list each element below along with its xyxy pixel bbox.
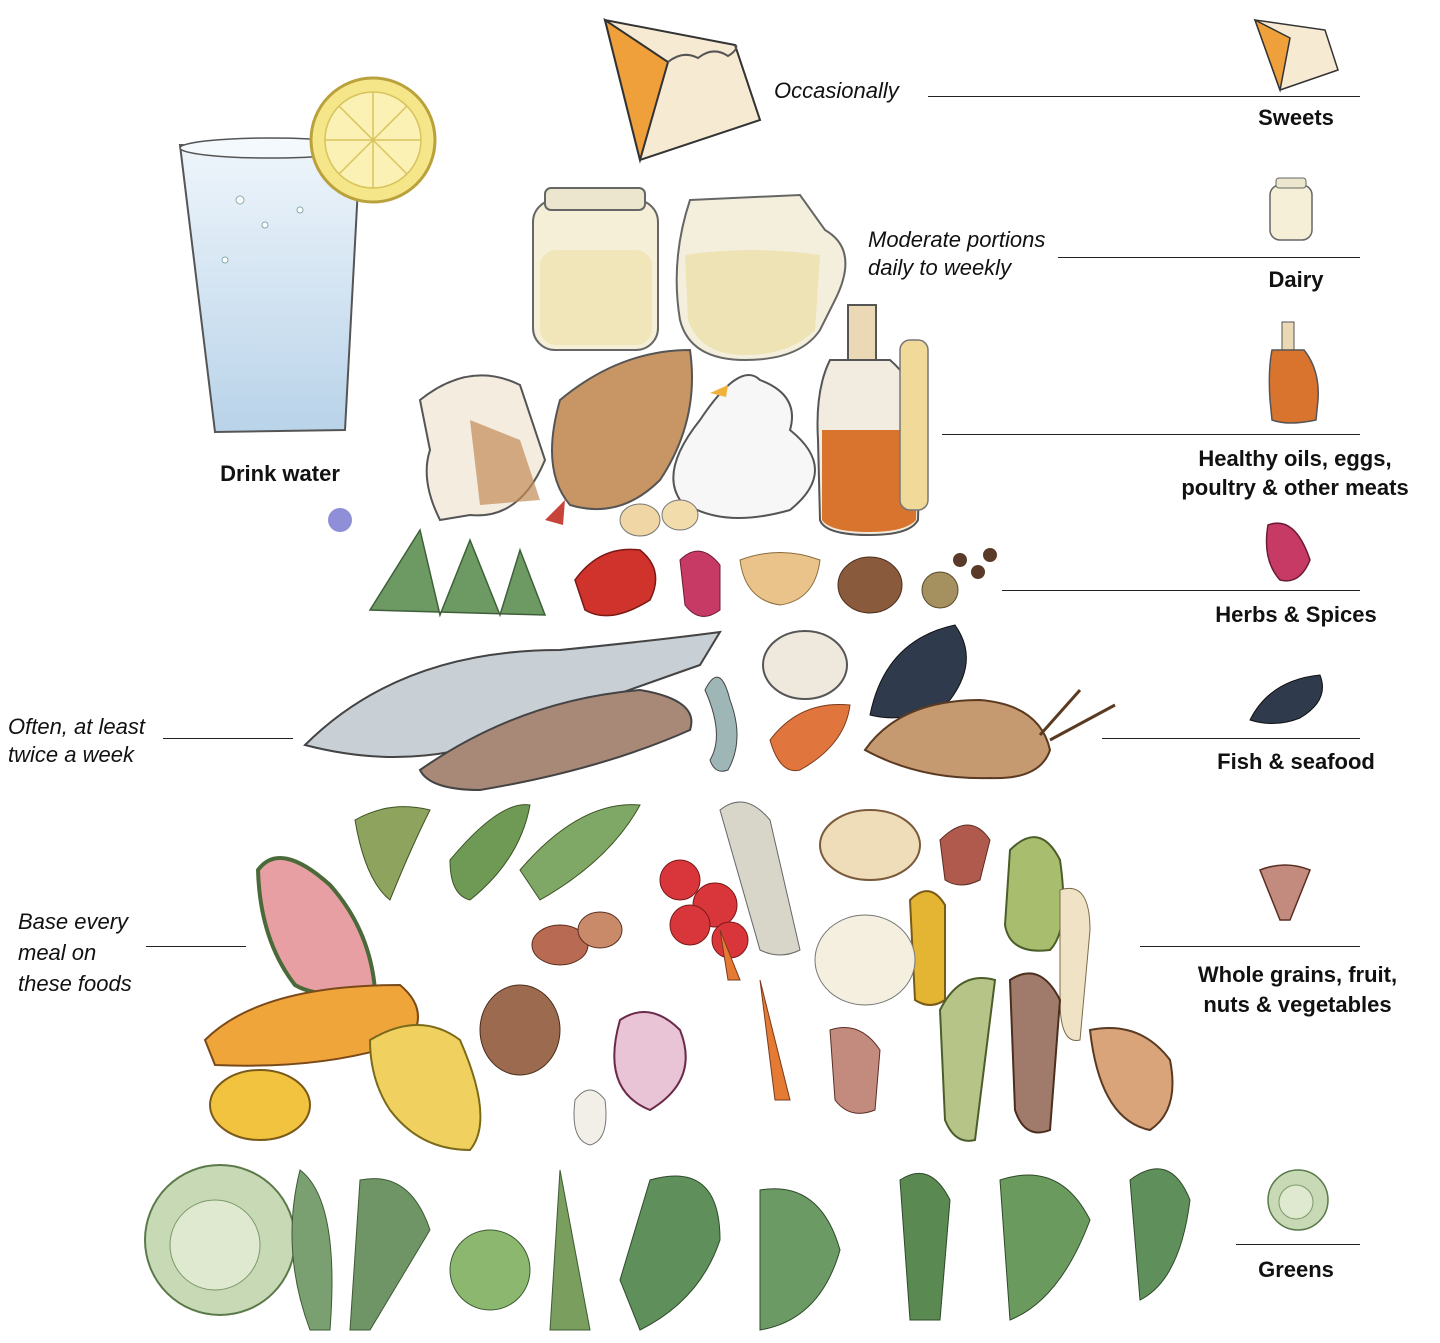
base-note-line3: these foods — [18, 968, 132, 999]
leafy-greens-icon — [292, 1169, 1190, 1330]
dairy-label: Dairy — [1196, 266, 1396, 294]
greens-label: Greens — [1196, 1256, 1396, 1284]
herbs-label: Herbs & Spices — [1176, 601, 1416, 629]
mango-icon — [210, 1070, 310, 1140]
grains-label-line2: nuts & vegetables — [1160, 990, 1435, 1020]
grains-small-icon — [1260, 865, 1310, 920]
chili-pepper-icon — [575, 549, 656, 615]
milk-jar-icon — [533, 188, 658, 350]
dairy-small-icon — [1270, 178, 1312, 240]
occasionally-rule — [928, 96, 1360, 97]
oils-label-line1: Healthy oils, eggs, — [1160, 444, 1430, 473]
onion-icon — [574, 1012, 686, 1145]
oils-rule — [942, 434, 1360, 435]
fish-rule — [1102, 738, 1360, 739]
base-rule — [146, 946, 246, 947]
beans-icon — [355, 805, 640, 900]
spices-icon — [680, 548, 997, 616]
watermelon-icon — [258, 858, 375, 994]
okra-icon — [940, 973, 1060, 1141]
occasionally-note: Occasionally — [774, 77, 899, 105]
tomato-icon — [660, 860, 748, 958]
grains-label: Whole grains, fruit, nuts & vegetables — [1160, 960, 1435, 1020]
duck-icon — [673, 375, 815, 518]
nuts-icon — [480, 912, 622, 1075]
greens-rule — [1236, 1244, 1360, 1245]
moderate-note-line2: daily to weekly — [868, 254, 1045, 282]
fish-icon — [305, 632, 720, 790]
eggs-icon — [620, 500, 698, 536]
often-note: Often, at least twice a week — [8, 713, 145, 769]
often-note-line2: twice a week — [8, 741, 145, 769]
shrimp-icon — [770, 704, 850, 770]
cassava-icon — [1090, 1028, 1173, 1130]
often-note-line1: Often, at least — [8, 713, 145, 741]
sweets-label: Sweets — [1196, 104, 1396, 132]
cake-slice-icon — [605, 20, 760, 160]
herbs-rule — [1002, 590, 1360, 591]
oil-small-icon — [1269, 322, 1318, 423]
base-note-line2: meal on — [18, 937, 132, 968]
sweets-small-icon — [1255, 20, 1338, 90]
seafood-small-icon — [1250, 675, 1323, 724]
banana-icon — [370, 1025, 480, 1150]
moderate-rule — [1058, 257, 1360, 258]
clam-icon — [763, 631, 847, 699]
drink-water-label: Drink water — [200, 460, 360, 488]
fish-label: Fish & seafood — [1176, 748, 1416, 776]
base-note: Base every meal on these foods — [18, 906, 132, 999]
goat-icon — [420, 375, 545, 520]
grains-label-line1: Whole grains, fruit, — [1160, 960, 1435, 990]
cabbage-icon — [145, 1165, 295, 1315]
often-rule — [163, 738, 293, 739]
caterpillar-icon — [705, 677, 737, 771]
base-note-line1: Base every — [18, 906, 132, 937]
bread-icon — [815, 810, 920, 1005]
oils-label: Healthy oils, eggs, poultry & other meat… — [1160, 444, 1430, 502]
herbs-icon — [328, 508, 545, 615]
herbs-small-icon — [1267, 523, 1311, 581]
greens-small-icon — [1268, 1170, 1328, 1230]
grains-rule — [1140, 946, 1360, 947]
moderate-note-line1: Moderate portions — [868, 226, 1045, 254]
hen-icon — [545, 350, 692, 525]
oil-bottle-icon — [818, 305, 929, 535]
milk-jug-icon — [677, 195, 846, 360]
moderate-note: Moderate portions daily to weekly — [868, 226, 1045, 282]
oils-label-line2: poultry & other meats — [1160, 473, 1430, 502]
water-glass-icon — [180, 78, 435, 432]
